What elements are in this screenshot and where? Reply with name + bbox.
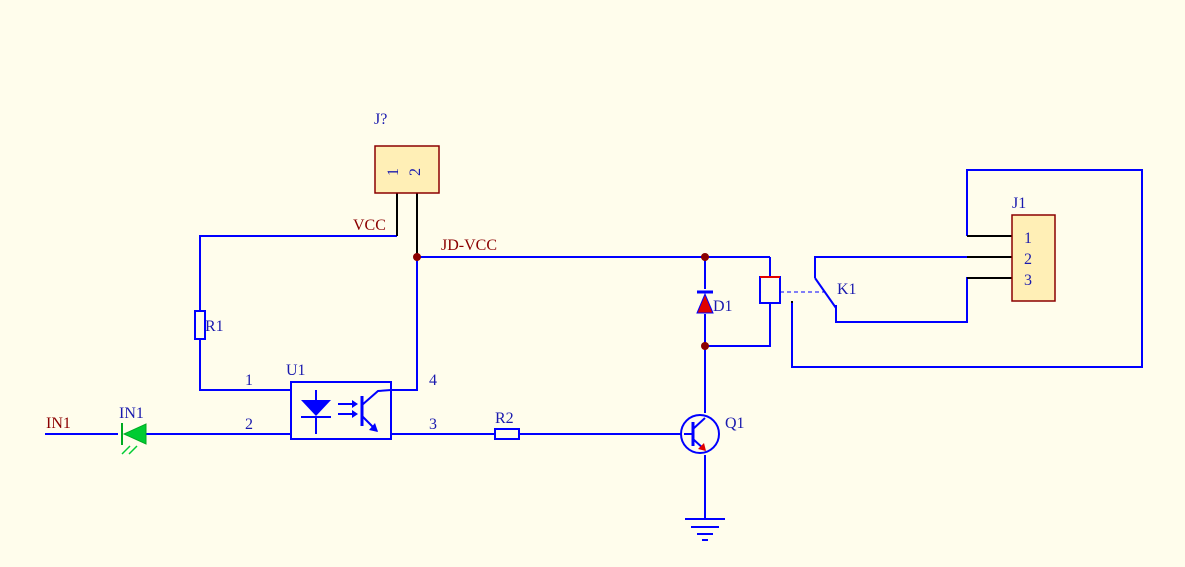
wire-u1-pin4	[391, 257, 418, 391]
wire-k1-com	[791, 169, 1143, 368]
u1-pin4-number: 4	[429, 372, 437, 389]
opto-arrow2-head	[352, 410, 358, 418]
connector-top-body	[374, 145, 440, 194]
connector-top-pin1: 1	[385, 168, 402, 176]
junction-collector	[701, 342, 709, 350]
resistor-r2-body	[494, 428, 520, 440]
wire-r1-vcc	[199, 235, 397, 311]
junctions	[413, 253, 709, 350]
connector-j1-body	[1011, 214, 1056, 302]
connector-j1-pin2: 2	[1024, 251, 1032, 268]
resistor-r1-label: R1	[205, 318, 224, 335]
resistor-r2-label: R2	[495, 410, 514, 427]
transistor-q1[interactable]: Q1	[680, 414, 745, 454]
connector-j1-pin1: 1	[1024, 230, 1032, 247]
opto-arrow1-head	[352, 400, 358, 408]
u1-pin3-number: 3	[429, 416, 437, 433]
net-label-jdvcc: JD-VCC	[441, 237, 497, 254]
transistor-q1-body	[680, 414, 720, 454]
connector-top[interactable]: 1 2 J?	[374, 111, 440, 194]
led-in1-ray2	[128, 445, 138, 455]
connector-top-pin2: 2	[407, 168, 424, 176]
net-label-vcc: VCC	[353, 217, 386, 234]
wire-j1-pin3	[835, 277, 1012, 323]
led-in1-body	[122, 423, 147, 445]
transistor-q1-collector	[692, 417, 706, 430]
u1-pin2-number: 2	[245, 416, 253, 433]
wire-j1-pin2	[814, 256, 1012, 278]
optocoupler-u1-label: U1	[286, 362, 306, 379]
resistor-r1-body	[194, 310, 206, 340]
opto-transistor-collector	[361, 389, 392, 406]
wires	[45, 169, 1143, 519]
diode-d1-label: D1	[713, 298, 733, 315]
connector-j1-designator: J1	[1012, 195, 1026, 212]
led-in1[interactable]: IN1	[119, 405, 147, 455]
opto-transistor-arrow	[369, 423, 378, 432]
wire-u1-pin1-r1	[199, 339, 291, 391]
wire-coil-bottom	[705, 303, 771, 347]
junction-bus-d1	[701, 253, 709, 261]
diode-d1-triangle	[696, 292, 714, 314]
relay-coil-body	[759, 276, 781, 304]
led-in1-ray1	[121, 445, 131, 455]
optocoupler-u1[interactable]: U1 1 2 3 4	[245, 362, 437, 440]
u1-pin1-number: 1	[245, 372, 253, 389]
ground-symbol	[685, 518, 725, 541]
resistor-r1[interactable]: R1	[194, 310, 224, 340]
connector-j1-pin3: 3	[1024, 272, 1032, 289]
junction-jdvcc	[413, 253, 421, 261]
relay-k1-label: K1	[837, 281, 857, 298]
connector-top-designator: J?	[374, 111, 387, 128]
led-in1-label: IN1	[119, 405, 144, 422]
opto-led-triangle	[301, 400, 331, 416]
transistor-q1-label: Q1	[725, 415, 745, 432]
net-label-in1: IN1	[46, 415, 71, 432]
relay-switch-contact	[814, 277, 837, 309]
connector-j1[interactable]: 1 2 3 J1	[1011, 195, 1056, 302]
transistor-q1-arrow	[698, 443, 706, 451]
relay-k1[interactable]: K1	[759, 276, 857, 309]
resistor-r2[interactable]: R2	[494, 410, 520, 440]
diode-d1[interactable]: D1	[696, 290, 733, 315]
